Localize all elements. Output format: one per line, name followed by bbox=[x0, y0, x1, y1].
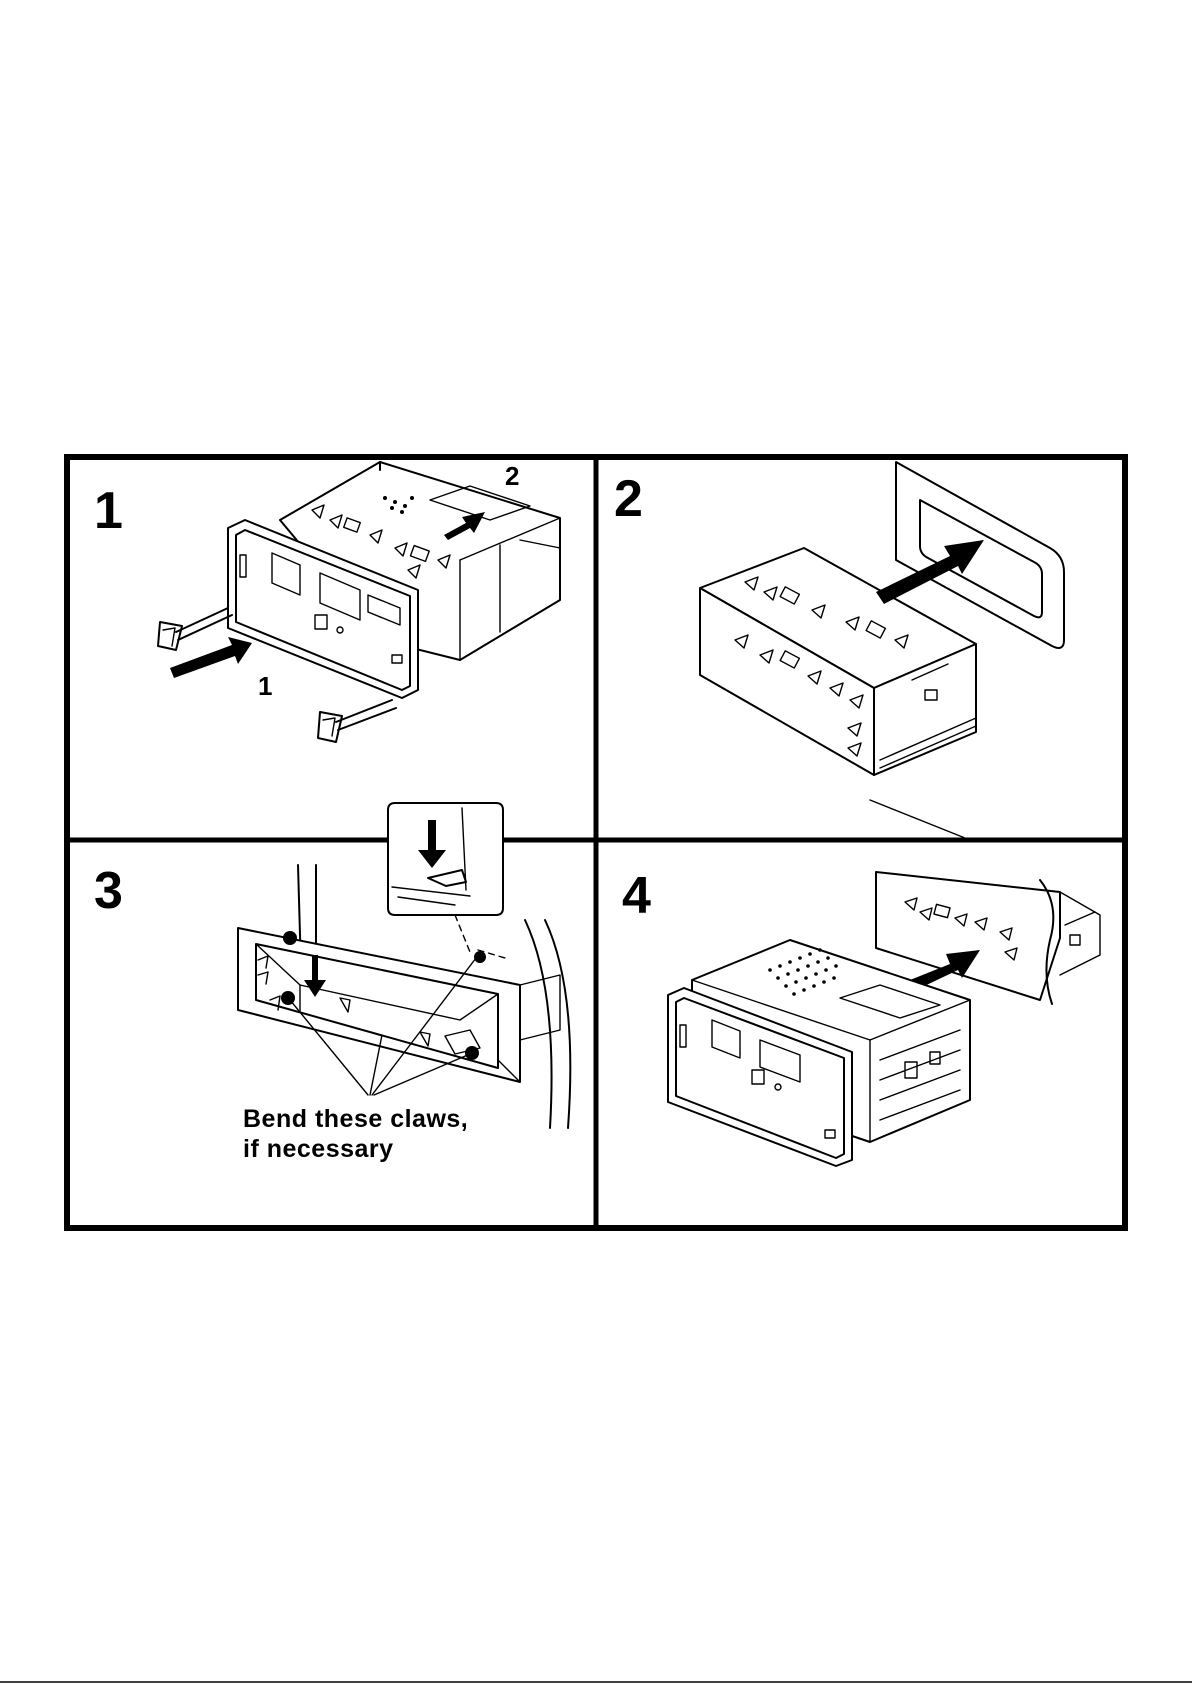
panel-step-1: 1 bbox=[94, 461, 560, 742]
step-4-number: 4 bbox=[622, 867, 651, 925]
removal-key-upper bbox=[158, 608, 232, 650]
radio-unit-illustration bbox=[228, 462, 560, 698]
caption-line-1: Bend these claws, bbox=[243, 1105, 468, 1133]
caption-line-2: if necessary bbox=[243, 1135, 394, 1163]
radio-unit-illustration bbox=[668, 940, 970, 1166]
step-3-number: 3 bbox=[94, 862, 123, 920]
removal-key-lower bbox=[318, 700, 396, 742]
dashboard-curve bbox=[525, 920, 552, 1128]
detail-inset bbox=[388, 803, 505, 958]
panel-step-3: 3 bbox=[94, 803, 570, 1163]
step-1-number: 1 bbox=[94, 482, 123, 540]
step-2-number: 2 bbox=[614, 470, 643, 528]
step-1-sublabel-1: 1 bbox=[258, 671, 272, 701]
leader-line bbox=[870, 800, 970, 840]
arrow-insert-keys bbox=[170, 637, 252, 678]
step-1-sublabel-2: 2 bbox=[505, 461, 519, 491]
panel-step-2: 2 bbox=[614, 462, 1064, 840]
step-3-caption: Bend these claws, if necessary bbox=[243, 1105, 476, 1163]
panel-step-4: 4 bbox=[622, 867, 1100, 1166]
